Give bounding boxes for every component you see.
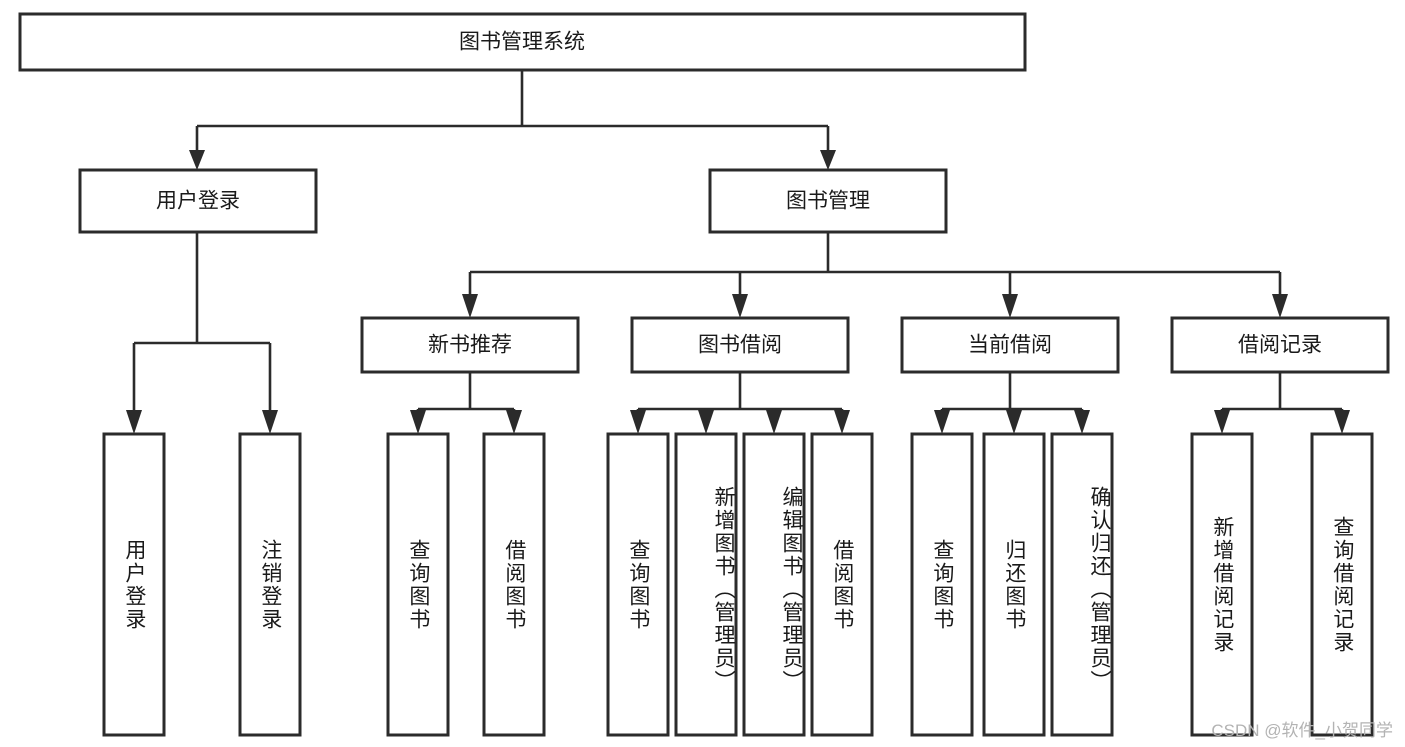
arrow-head-icon [262,410,278,434]
node-leaf-query-book-2-box[interactable] [606,432,670,737]
node-leaf-confirm-return-box[interactable] [1050,432,1114,737]
arrow-head-icon [698,410,714,434]
node-root[interactable]: 图书管理系统 [18,12,1027,72]
node-current-borrow-box[interactable] [900,316,1120,374]
arrow-head-icon [462,294,478,318]
node-leaf-query-book-3-box[interactable] [910,432,974,737]
arrow-head-icon [1006,410,1022,434]
arrow-head-icon [934,410,950,434]
node-book-borrow-label: 图书借阅 [698,334,782,357]
node-book-borrow-box[interactable] [630,316,850,374]
watermark-text: CSDN @软件_小贺同学 [1211,721,1393,740]
node-leaf-borrow-book-2-box[interactable] [810,432,874,737]
arrow-head-icon [1334,410,1350,434]
node-leaf-query-record-box[interactable] [1310,432,1374,737]
node-leaf-edit-book-box[interactable] [742,432,806,737]
node-leaf-logout-box[interactable] [238,432,302,737]
node-new-book-recommend[interactable]: 新书推荐 [360,316,580,374]
node-leaf-borrow-book-1-box[interactable] [482,432,546,737]
node-book-manage-label: 图书管理 [786,190,870,213]
node-leaf-add-record-box[interactable] [1190,432,1254,737]
node-new-book-recommend-box[interactable] [360,316,580,374]
node-user-login-label: 用户登录 [156,190,240,213]
arrow-head-icon [820,150,836,170]
node-user-login[interactable]: 用户登录 [78,168,318,234]
arrow-head-icon [630,410,646,434]
node-root-box[interactable] [18,12,1027,72]
node-borrow-record[interactable]: 借阅记录 [1170,316,1390,374]
arrow-head-icon [126,410,142,434]
arrow-head-icon [410,410,426,434]
leaf-box-layer [102,432,1374,737]
arrow-head-icon [189,150,205,170]
node-book-manage[interactable]: 图书管理 [708,168,948,234]
arrow-head-icon [1214,410,1230,434]
node-leaf-query-book-1-box[interactable] [386,432,450,737]
connector-layer [126,70,1350,434]
node-root-label: 图书管理系统 [459,31,585,54]
node-user-login-box[interactable] [78,168,318,234]
arrow-head-icon [1002,294,1018,318]
arrow-head-icon [506,410,522,434]
node-leaf-return-book-box[interactable] [982,432,1046,737]
node-borrow-record-label: 借阅记录 [1238,334,1322,357]
node-leaf-add-book-box[interactable] [674,432,738,737]
arrow-head-icon [1272,294,1288,318]
arrow-head-icon [766,410,782,434]
node-current-borrow-label: 当前借阅 [968,334,1052,357]
node-borrow-record-box[interactable] [1170,316,1390,374]
node-book-borrow[interactable]: 图书借阅 [630,316,850,374]
node-current-borrow[interactable]: 当前借阅 [900,316,1120,374]
node-new-book-recommend-label: 新书推荐 [428,334,512,357]
arrow-head-icon [732,294,748,318]
arrow-head-icon [1074,410,1090,434]
node-leaf-user-login-box[interactable] [102,432,166,737]
node-book-manage-box[interactable] [708,168,948,234]
arrow-head-icon [834,410,850,434]
